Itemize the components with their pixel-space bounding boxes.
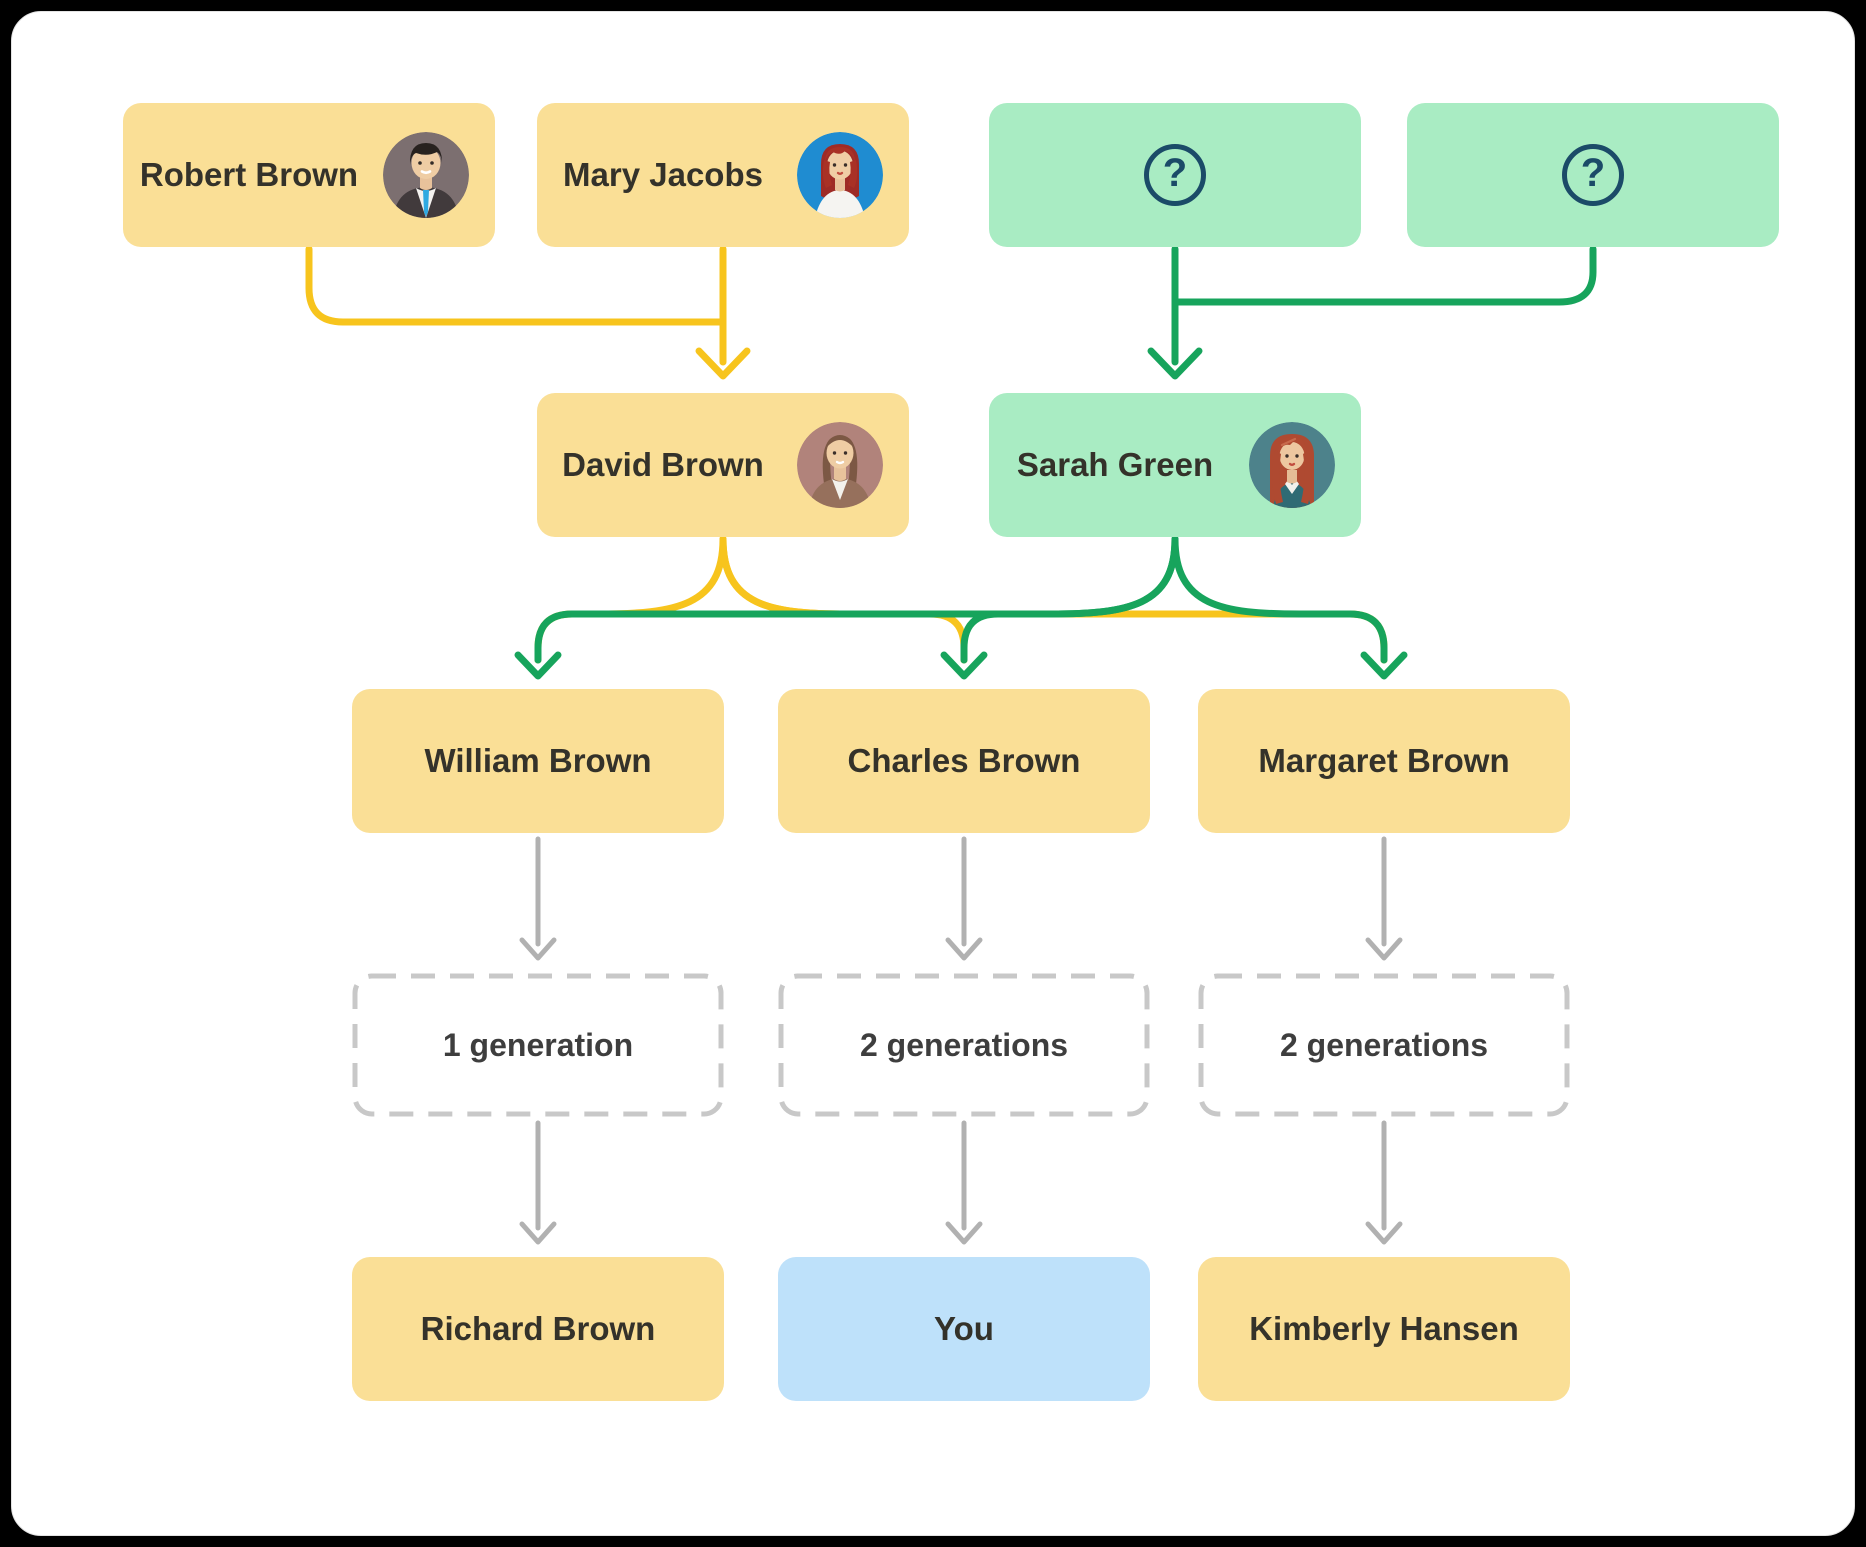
- question-mark-glyph: ?: [1162, 151, 1188, 195]
- dashed-border: [352, 973, 724, 1117]
- node-label: Sarah Green: [1016, 446, 1214, 483]
- node-label: Kimberly Hansen: [1249, 1310, 1519, 1347]
- woman-long-hair-avatar-icon: [1249, 422, 1335, 508]
- question-mark-icon: ?: [1144, 144, 1206, 206]
- generation-count-label: 2 generations: [1279, 1026, 1489, 1063]
- node-mary-jacobs[interactable]: Mary Jacobs: [537, 103, 909, 247]
- edge-robert-mary-to-david: [305, 245, 751, 380]
- edge-sarah-to-children: [514, 535, 1408, 680]
- node-richard-brown[interactable]: Richard Brown: [352, 1257, 724, 1401]
- edge-generation-arrows: [519, 836, 1403, 1245]
- node-david-brown[interactable]: David Brown: [537, 393, 909, 537]
- man-brown-hair-avatar-icon: [797, 422, 883, 508]
- node-label: Margaret Brown: [1258, 742, 1510, 779]
- node-william-brown[interactable]: William Brown: [352, 689, 724, 833]
- dashed-border: [1198, 973, 1570, 1117]
- node-generation-count-left: 1 generation: [352, 973, 724, 1117]
- question-mark-icon: ?: [1562, 144, 1624, 206]
- node-label: Mary Jacobs: [563, 156, 763, 193]
- man-suit-avatar-icon: [383, 132, 469, 218]
- node-label: Richard Brown: [420, 1310, 656, 1347]
- node-unknown-grandparent-2[interactable]: ?: [1407, 103, 1779, 247]
- dashed-border: [778, 973, 1150, 1117]
- node-generation-count-middle: 2 generations: [778, 973, 1150, 1117]
- node-sarah-green[interactable]: Sarah Green: [989, 393, 1361, 537]
- node-label: You: [934, 1310, 994, 1347]
- node-generation-count-right: 2 generations: [1198, 973, 1570, 1117]
- node-robert-brown[interactable]: Robert Brown: [123, 103, 495, 247]
- node-unknown-grandparent-1[interactable]: ?: [989, 103, 1361, 247]
- node-kimberly-hansen[interactable]: Kimberly Hansen: [1198, 1257, 1570, 1401]
- node-label: David Brown: [562, 446, 764, 483]
- node-you[interactable]: You: [778, 1257, 1150, 1401]
- node-label: Charles Brown: [847, 742, 1081, 779]
- node-label: Robert Brown: [139, 156, 359, 193]
- woman-bob-avatar-icon: [797, 132, 883, 218]
- node-margaret-brown[interactable]: Margaret Brown: [1198, 689, 1570, 833]
- generation-count-label: 1 generation: [442, 1026, 634, 1063]
- edge-unknowns-to-sarah: [1147, 245, 1597, 380]
- node-label: William Brown: [424, 742, 652, 779]
- node-charles-brown[interactable]: Charles Brown: [778, 689, 1150, 833]
- generation-count-label: 2 generations: [859, 1026, 1069, 1063]
- question-mark-glyph: ?: [1580, 151, 1606, 195]
